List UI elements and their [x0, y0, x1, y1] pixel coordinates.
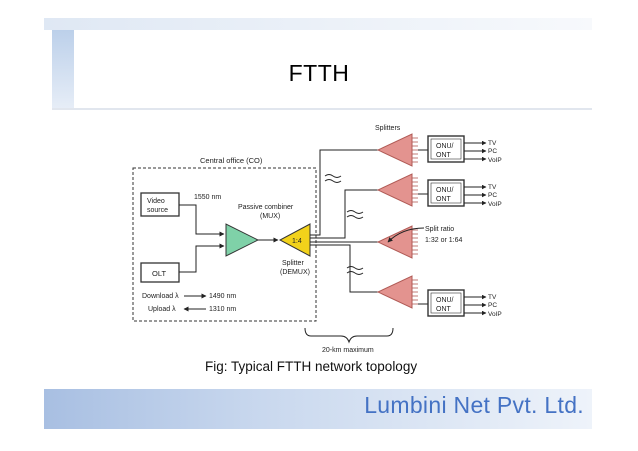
mux-label-line2: (MUX) [260, 213, 280, 220]
svg-text:VoIP: VoIP [488, 311, 502, 318]
svg-text:VoIP: VoIP [488, 201, 502, 208]
splitter-4 [376, 275, 418, 309]
onu-ont-1: ONU/ ONT TV PC VoIP [427, 135, 502, 164]
split-ratio-line2: 1:32 or 1:64 [425, 237, 462, 244]
svg-text:TV: TV [488, 184, 497, 191]
svg-text:ONT: ONT [436, 196, 452, 203]
download-label: Download λ [142, 293, 179, 300]
demux-label-line2: (DEMUX) [280, 269, 310, 276]
video-source-line2: source [147, 207, 168, 214]
svg-text:ONU/: ONU/ [436, 187, 454, 194]
slide [44, 18, 592, 428]
demux-splitter [278, 223, 311, 257]
feeder-fiber-1 [310, 149, 378, 236]
header-band [44, 18, 592, 30]
svg-text:ONT: ONT [436, 152, 452, 159]
svg-text:TV: TV [488, 294, 497, 301]
svg-text:VoIP: VoIP [488, 157, 502, 164]
splitter-3 [376, 225, 418, 259]
company-name: Lumbini Net Pvt. Ltd. [364, 392, 584, 418]
mux-label-line1: Passive combiner [238, 204, 294, 211]
splitter-2 [376, 173, 418, 207]
split-ratio-pointer [387, 227, 425, 243]
svg-text:PC: PC [488, 302, 497, 309]
video-wavelength: 1550 nm [194, 194, 221, 201]
svg-text:ONT: ONT [436, 306, 452, 313]
splitter-ratio: 1:4 [292, 238, 302, 245]
video-fiber [179, 204, 225, 237]
svg-text:ONU/: ONU/ [436, 297, 454, 304]
olt-fiber [179, 243, 225, 273]
svg-text:TV: TV [488, 140, 497, 147]
onu-ont-3: ONU/ ONT TV PC VoIP [427, 289, 502, 318]
figure-caption: Fig: Typical FTTH network topology [205, 359, 418, 374]
central-office-boundary [132, 167, 317, 322]
split-ratio-line1: Split ratio [425, 226, 454, 233]
feeder-fiber-4 [310, 244, 378, 293]
splitter-1 [376, 133, 418, 167]
upload-label: Upload λ [148, 306, 176, 313]
distance-label: 20-km maximum [322, 347, 374, 354]
splitters-label: Splitters [375, 125, 401, 132]
svg-text:PC: PC [488, 148, 497, 155]
upload-value: 1310 nm [209, 306, 236, 313]
title-accent-strip [52, 30, 74, 108]
footer-band [44, 389, 592, 429]
feeder-fiber-2 [310, 189, 378, 239]
central-office-label: Central office (CO) [200, 156, 263, 165]
demux-label-line1: Splitter [282, 260, 304, 267]
download-value: 1490 nm [209, 293, 236, 300]
onu-ont-2: ONU/ ONT TV PC VoIP [427, 179, 502, 208]
svg-text:PC: PC [488, 192, 497, 199]
title-divider [52, 108, 592, 110]
distance-brace [304, 327, 394, 344]
svg-text:ONU/: ONU/ [436, 143, 454, 150]
slide-title: FTTH [288, 60, 350, 86]
video-source-line1: Video [147, 198, 165, 205]
olt-label: OLT [152, 269, 166, 278]
passive-combiner [225, 223, 260, 257]
distance-break-marks [324, 174, 364, 275]
